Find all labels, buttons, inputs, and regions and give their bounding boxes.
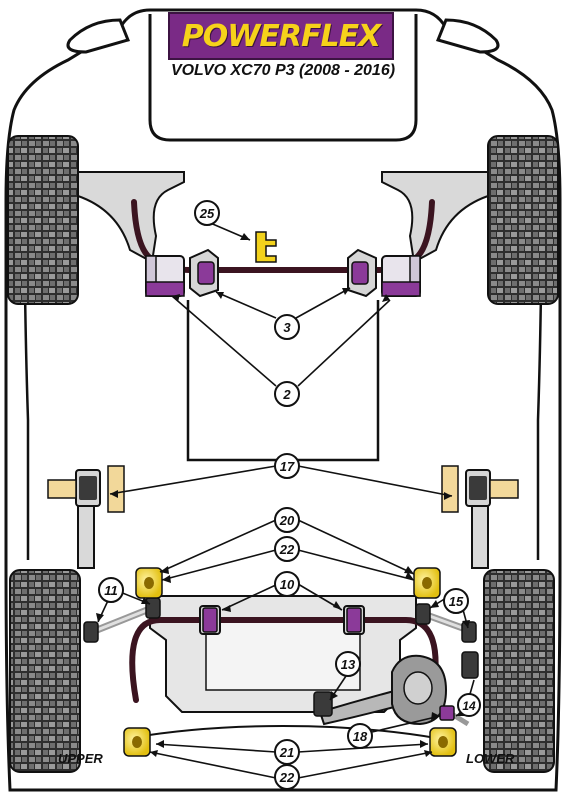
callout-10-label: 10 (280, 577, 295, 592)
front-right-wishbone-bush (381, 255, 421, 297)
rear-right-damper (441, 465, 519, 569)
callout-10: 10 (274, 571, 300, 597)
front-right-arb-bush (347, 248, 377, 298)
rear-subframe-inner (205, 621, 361, 691)
callout-3-label: 3 (283, 320, 291, 335)
front-left-arb-bush (189, 248, 219, 298)
callout-2: 2 (274, 381, 300, 407)
callout-14: 14 (457, 693, 481, 717)
leader-arrowheads (96, 233, 470, 757)
callout-18-label: 18 (353, 729, 368, 744)
logo-wordmark: POWERFLEX (181, 18, 381, 54)
callout-22-lower: 22 (274, 764, 300, 790)
callout-13: 13 (335, 651, 361, 677)
rear-right-lower-yellow-bush (429, 727, 457, 757)
callout-15-label: 15 (449, 594, 464, 609)
callout-13-label: 13 (341, 657, 356, 672)
callout-20-label: 20 (279, 513, 295, 528)
callout-18: 18 (347, 723, 373, 749)
front-right-tyre (487, 135, 559, 305)
rear-left-damper (47, 465, 125, 569)
callout-3: 3 (274, 314, 300, 340)
front-left-wishbone-bush (145, 255, 185, 297)
callout-11: 11 (98, 577, 124, 603)
callout-17-label: 17 (280, 459, 295, 474)
rear-left-upper-yellow-bush (135, 567, 163, 599)
leader-lines (97, 221, 475, 779)
front-left-tyre (7, 135, 79, 305)
front-right-lower-arm (381, 171, 489, 264)
callout-15: 15 (443, 588, 469, 614)
upper-label: UPPER (58, 751, 103, 766)
callout-22-upper: 22 (274, 536, 300, 562)
callout-22-lower-label: 22 (279, 770, 295, 785)
left-mirror (66, 18, 131, 54)
bracket-insert (255, 231, 277, 263)
rear-left-arb-bush (199, 605, 221, 635)
front-left-lower-arm (77, 171, 185, 264)
rear-left-lower-yellow-bush (123, 727, 151, 757)
rear-left-tyre (9, 569, 81, 773)
rear-left-upper-link (83, 597, 161, 643)
callout-22-upper-label: 22 (279, 542, 295, 557)
rear-right-upper-yellow-bush (413, 567, 441, 599)
rear-lower-control-arm (313, 651, 479, 727)
callout-25-label: 25 (199, 206, 215, 221)
rear-right-upper-link (415, 603, 477, 643)
car-body-outline (4, 8, 562, 792)
rear-right-arb-bush (343, 605, 365, 635)
callout-21-label: 21 (279, 745, 294, 760)
front-anti-roll-bar (131, 199, 435, 273)
rear-crossmember (129, 724, 437, 739)
powerflex-logo: POWERFLEX (168, 12, 394, 60)
callout-20: 20 (274, 507, 300, 533)
rear-right-tyre (483, 569, 555, 773)
lower-label: LOWER (466, 751, 515, 766)
right-mirror (435, 18, 500, 54)
rear-anti-roll-bar (129, 617, 439, 703)
cabin-outline (148, 14, 418, 142)
callout-2-label: 2 (282, 387, 291, 402)
callout-21: 21 (274, 739, 300, 765)
callout-11-label: 11 (104, 583, 118, 598)
callout-14-label: 14 (462, 699, 476, 713)
vehicle-title: VOLVO XC70 P3 (2008 - 2016) (170, 62, 396, 79)
callout-25: 25 (194, 200, 220, 226)
callout-17: 17 (274, 453, 300, 479)
